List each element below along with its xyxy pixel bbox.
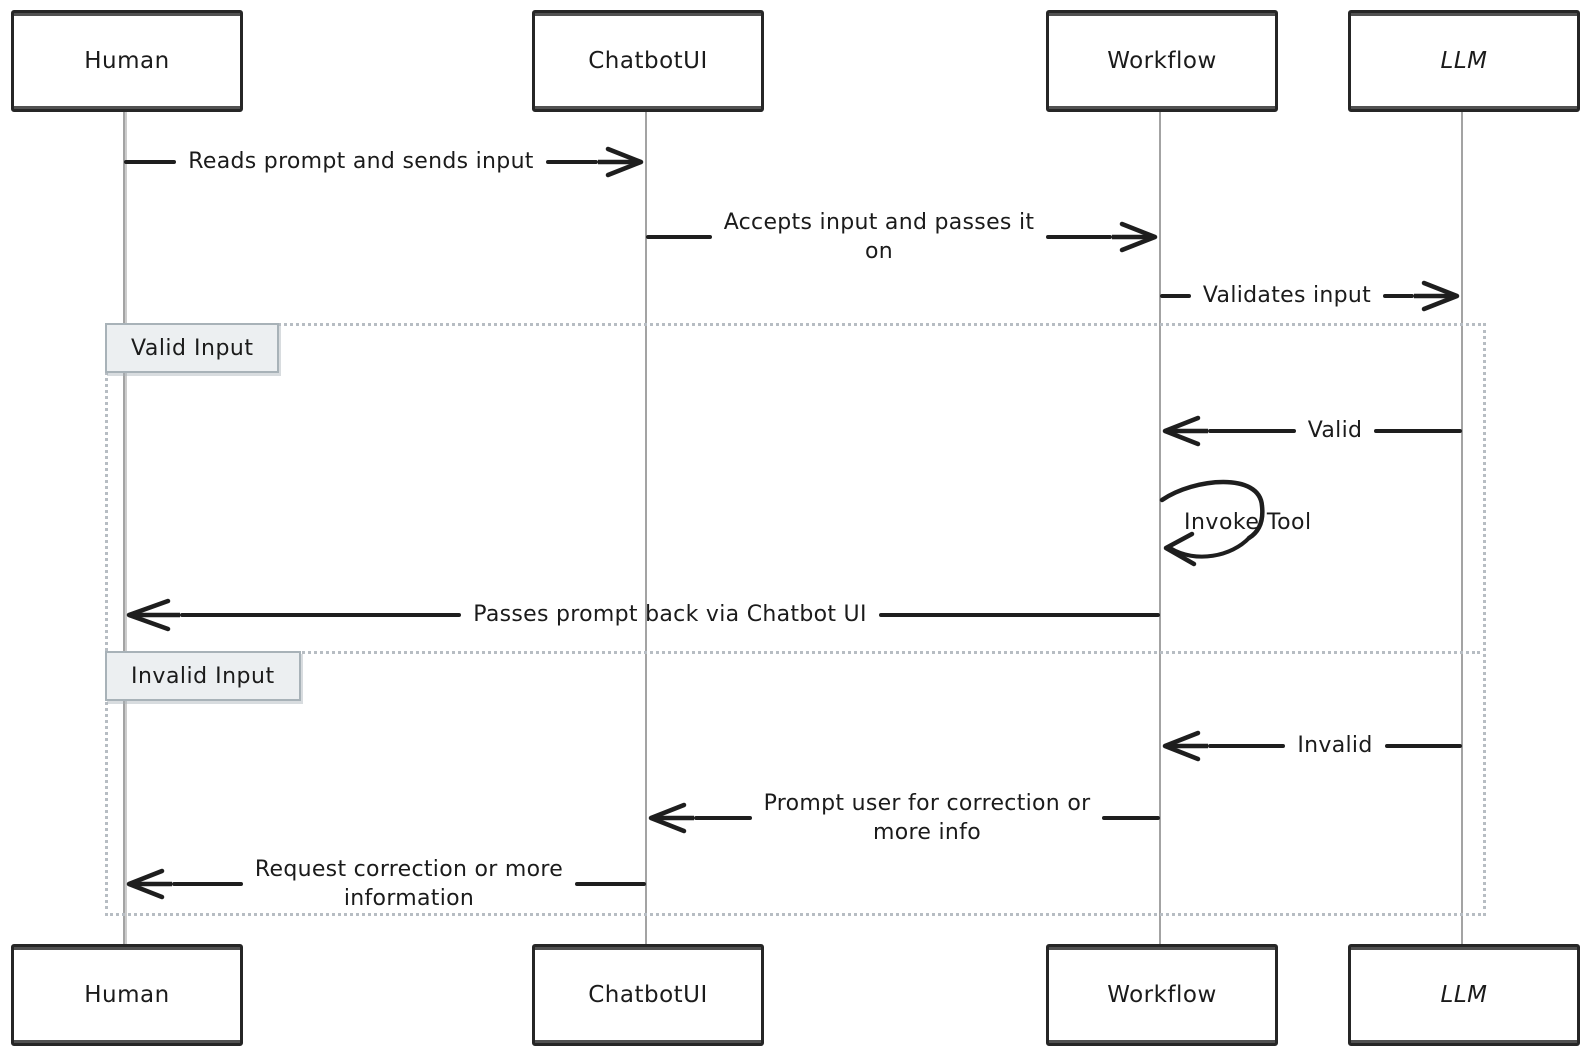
arrowhead-left-icon xyxy=(126,868,172,900)
message-line xyxy=(694,816,752,820)
message-line xyxy=(1046,235,1113,239)
message-line xyxy=(646,235,712,239)
message-request-correction: Request correction or more information xyxy=(124,852,646,916)
message-validates-input: Validates input xyxy=(1160,278,1462,314)
actor-llm-top-label: LLM xyxy=(1440,48,1488,74)
actor-chatbotui-bottom: ChatbotUI xyxy=(532,944,764,1046)
message-line xyxy=(878,613,1161,617)
actor-chatbotui-top: ChatbotUI xyxy=(532,10,764,112)
message-line xyxy=(1208,429,1296,433)
message-passes-prompt-back: Passes prompt back via Chatbot UI xyxy=(124,597,1161,633)
message-line xyxy=(575,882,646,886)
lifeline-chatbotui xyxy=(645,106,647,944)
message-line xyxy=(1102,816,1161,820)
actor-human-top: Human xyxy=(11,10,243,112)
arrowhead-right-icon xyxy=(598,146,644,178)
lifeline-llm xyxy=(1461,106,1463,944)
actor-human-bottom-label: Human xyxy=(84,982,170,1008)
actor-workflow-bottom-label: Workflow xyxy=(1107,982,1217,1008)
section-label-invalid-input: Invalid Input xyxy=(105,651,301,701)
message-passes-prompt-back-label: Passes prompt back via Chatbot UI xyxy=(473,602,867,628)
message-prompt-user-correction-label: Prompt user for correction or more info xyxy=(763,790,1091,845)
message-line xyxy=(1384,744,1463,748)
message-reads-prompt: Reads prompt and sends input xyxy=(124,144,646,180)
message-accepts-input-label: Accepts input and passes it on xyxy=(723,209,1035,264)
message-line xyxy=(1160,294,1191,298)
arrowhead-left-icon xyxy=(1162,415,1208,447)
lifeline-workflow xyxy=(1159,106,1161,944)
arrowhead-left-icon xyxy=(1163,531,1197,567)
section-label-invalid-input-text: Invalid Input xyxy=(131,663,275,689)
arrowhead-right-icon xyxy=(1112,221,1158,253)
actor-llm-bottom: LLM xyxy=(1348,944,1580,1046)
actor-llm-top: LLM xyxy=(1348,10,1580,112)
message-valid-label: Valid xyxy=(1307,418,1363,444)
message-line xyxy=(1374,429,1463,433)
message-line xyxy=(172,882,243,886)
message-line xyxy=(180,613,462,617)
message-line xyxy=(124,160,177,164)
actor-workflow-top-label: Workflow xyxy=(1107,48,1217,74)
message-valid: Valid xyxy=(1160,413,1463,449)
actor-workflow-top: Workflow xyxy=(1046,10,1278,112)
actor-chatbotui-bottom-label: ChatbotUI xyxy=(588,982,708,1008)
message-prompt-user-correction: Prompt user for correction or more info xyxy=(646,786,1161,850)
alt-frame xyxy=(105,323,1486,916)
arrowhead-left-icon xyxy=(648,802,694,834)
message-invalid: Invalid xyxy=(1160,728,1463,764)
alt-frame-divider xyxy=(105,651,1480,654)
arrowhead-left-icon xyxy=(126,598,180,632)
actor-human-bottom: Human xyxy=(11,944,243,1046)
message-line xyxy=(1208,744,1286,748)
message-validates-input-label: Validates input xyxy=(1202,283,1372,309)
message-line xyxy=(1383,294,1415,298)
actor-chatbotui-top-label: ChatbotUI xyxy=(588,48,708,74)
section-label-valid-input: Valid Input xyxy=(105,323,280,373)
self-loop-arrow xyxy=(1159,479,1265,567)
message-line xyxy=(545,160,598,164)
actor-human-top-label: Human xyxy=(84,48,170,74)
message-invoke-tool-label: Invoke Tool xyxy=(1184,510,1312,535)
message-accepts-input: Accepts input and passes it on xyxy=(646,205,1160,269)
message-invalid-label: Invalid xyxy=(1297,733,1373,759)
section-label-valid-input-text: Valid Input xyxy=(131,335,254,361)
message-reads-prompt-label: Reads prompt and sends input xyxy=(188,149,534,175)
arrowhead-left-icon xyxy=(1162,730,1208,762)
lifeline-human xyxy=(123,106,125,944)
actor-llm-bottom-label: LLM xyxy=(1440,982,1488,1008)
actor-workflow-bottom: Workflow xyxy=(1046,944,1278,1046)
arrowhead-right-icon xyxy=(1414,280,1460,312)
message-request-correction-label: Request correction or more information xyxy=(254,856,564,911)
